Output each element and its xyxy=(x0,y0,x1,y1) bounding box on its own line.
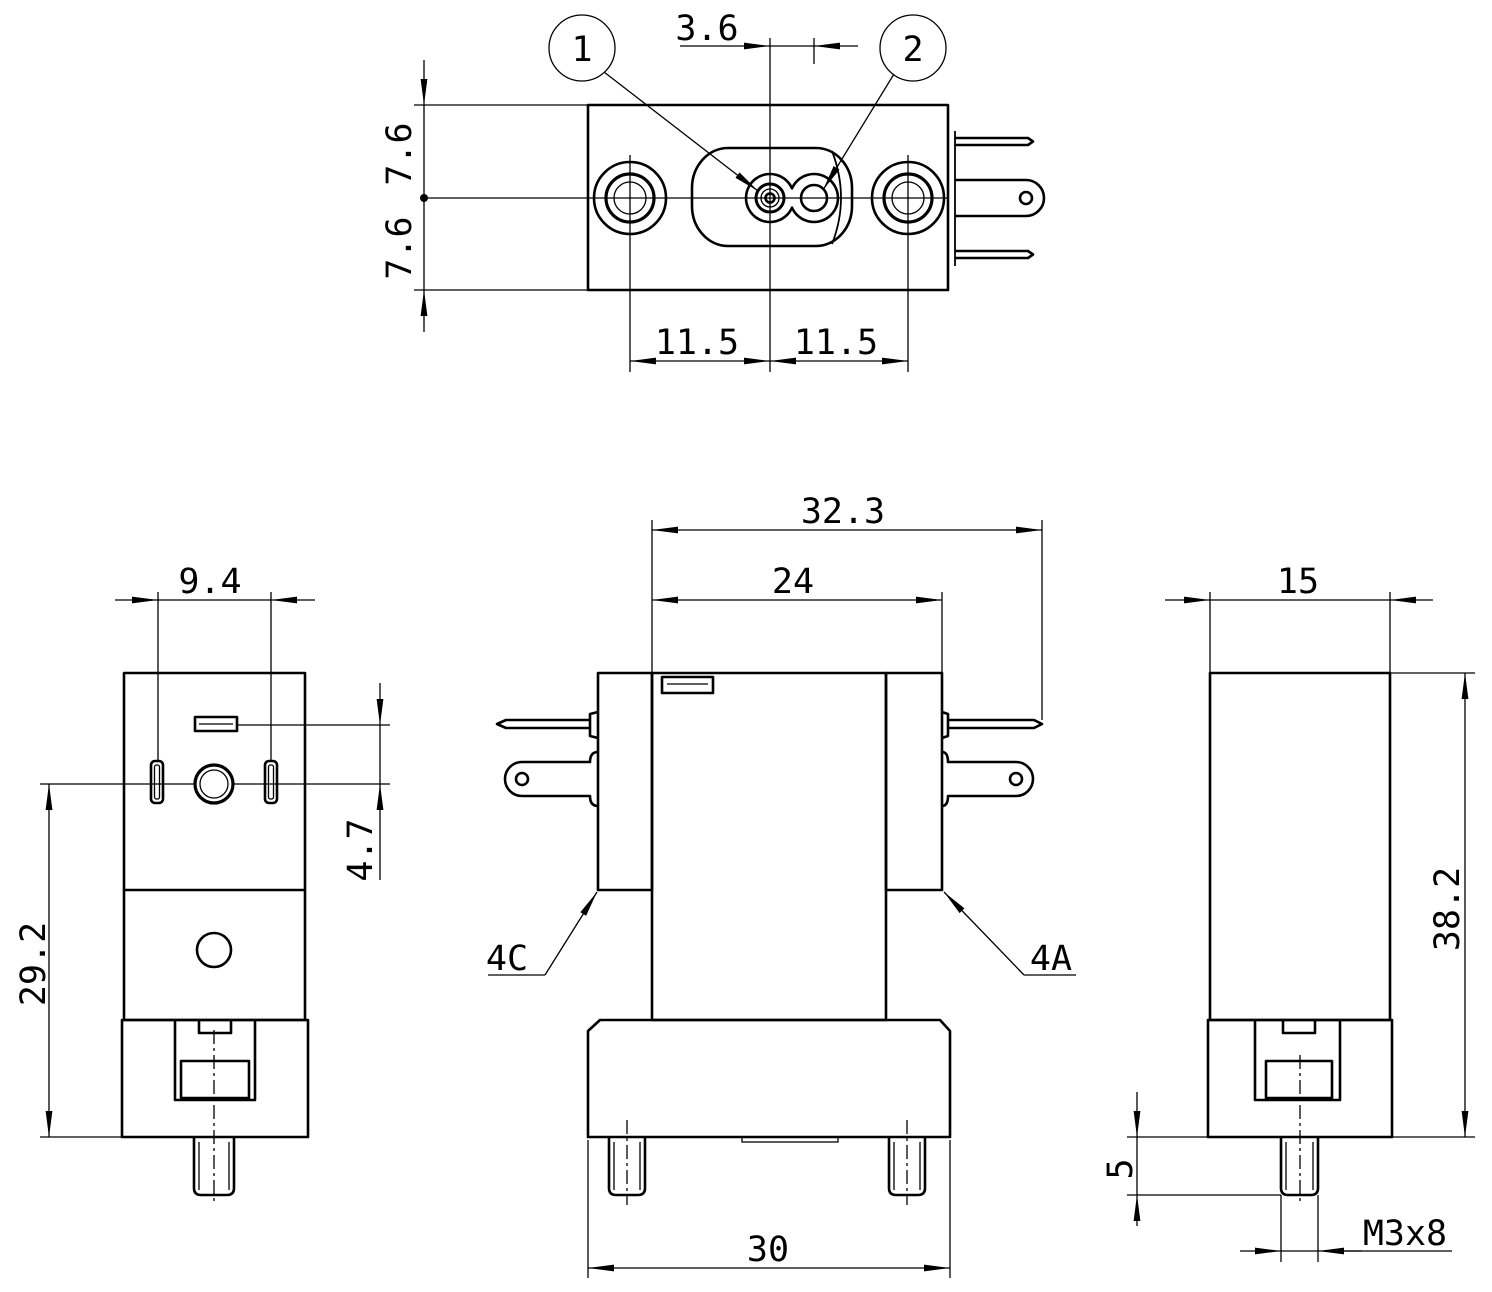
indicator-window xyxy=(193,715,239,733)
left-connector-holder xyxy=(588,710,599,740)
right-connector xyxy=(941,710,1044,808)
port-a-label: 4A xyxy=(1030,939,1072,979)
balloon-2-circle xyxy=(879,14,947,82)
dimension-base-width: 30 xyxy=(587,1140,951,1278)
dim-slot-spacing-label: 9.4 xyxy=(178,562,241,602)
balloon-1-leader xyxy=(603,71,759,192)
base-notch xyxy=(1281,1020,1317,1035)
base-connector-recess xyxy=(173,1020,257,1102)
dim-overall-width-label: 32.3 xyxy=(801,492,885,532)
dim-overall-height-label: 38.2 xyxy=(1428,867,1468,951)
right-side-view: 15 38.2 5 M3x8 xyxy=(1101,562,1475,1262)
dimension-overall-width: 32.3 xyxy=(651,492,1043,720)
center-slot xyxy=(690,146,854,248)
lower-pin xyxy=(955,249,1035,260)
left-terminal-hole xyxy=(514,771,530,787)
balloon-2-label: 2 xyxy=(902,30,923,70)
dimension-window-offset: 4.7 xyxy=(233,683,390,882)
center-dot xyxy=(420,194,428,202)
coil-body xyxy=(650,671,888,1022)
dim-base-width-label: 30 xyxy=(747,1230,789,1270)
coil-hole xyxy=(195,931,233,969)
plunger-port-inner xyxy=(199,769,229,799)
top-view: 7.6 7.6 3.6 1 2 11.5 11.5 xyxy=(380,9,1046,372)
base-inner-block xyxy=(1264,1059,1334,1100)
dimension-port-height: 29.2 xyxy=(14,783,195,1138)
right-view-body xyxy=(1208,671,1392,1022)
left-terminal-tab xyxy=(503,750,599,808)
leader-line xyxy=(544,891,598,976)
terminal-tab xyxy=(955,178,1046,218)
right-terminal-hole xyxy=(1008,771,1024,787)
dimension-side-width: 15 xyxy=(1165,562,1433,673)
dim-upper-half-label: 7.6 xyxy=(380,122,420,185)
left-slot xyxy=(149,759,165,805)
plunger-port-outer xyxy=(193,763,235,805)
right-connector-holder xyxy=(941,710,950,740)
left-view-base xyxy=(120,1018,310,1139)
dimension-stud-length: 5 xyxy=(1101,1092,1281,1226)
right-pin xyxy=(948,718,1044,730)
label-port-c: 4C xyxy=(486,891,598,979)
base-inner-block xyxy=(179,1059,251,1100)
dimension-height-top-view: 7.6 7.6 xyxy=(380,60,588,332)
balloon-1-circle xyxy=(548,14,616,82)
dim-window-offset-label: 4.7 xyxy=(341,818,381,881)
left-slot-inner xyxy=(153,764,161,800)
label-port-a: 4A xyxy=(943,891,1076,979)
thread-label: M3x8 xyxy=(1363,1214,1447,1254)
dimension-overall-height: 38.2 xyxy=(1390,672,1475,1138)
dim-pin-spacing-label: 3.6 xyxy=(675,9,738,49)
slot-outline xyxy=(690,146,854,248)
top-view-center-lines xyxy=(424,38,948,372)
front-view: 32.3 24 30 4C 4A xyxy=(486,492,1076,1278)
dimension-slot-spacing: 9.4 xyxy=(115,562,315,761)
dimension-thread: M3x8 xyxy=(1240,1195,1452,1262)
base-notch xyxy=(197,1020,233,1035)
left-pin xyxy=(495,718,590,730)
right-yoke xyxy=(884,671,944,892)
right-slot xyxy=(263,759,279,805)
right-slot-inner xyxy=(267,764,275,800)
left-yoke xyxy=(596,671,654,892)
upper-pin xyxy=(955,136,1035,147)
left-side-view: 9.4 29.2 4.7 xyxy=(14,562,390,1205)
dim-stud-length-label: 5 xyxy=(1101,1158,1141,1179)
dim-lower-half-label: 7.6 xyxy=(380,216,420,279)
terminal-tab-hole xyxy=(1018,190,1034,206)
dim-side-width-label: 15 xyxy=(1277,562,1319,602)
coil-top-indicator xyxy=(660,675,715,695)
right-view-base xyxy=(1206,1018,1394,1139)
leader-line xyxy=(943,891,1025,976)
base-bottom-seal xyxy=(741,1136,839,1143)
mounting-stud xyxy=(192,1137,236,1197)
dim-body-width-label: 24 xyxy=(772,562,814,602)
balloon-1: 1 xyxy=(548,14,759,192)
top-view-connector-pins xyxy=(954,131,1046,266)
mounting-stud xyxy=(1279,1137,1320,1197)
dimension-pin-spacing: 3.6 xyxy=(675,9,858,50)
dimension-port-spacing: 11.5 11.5 xyxy=(630,323,908,365)
left-connector xyxy=(495,710,599,808)
dim-port-height-label: 29.2 xyxy=(14,922,54,1006)
balloon-1-label: 1 xyxy=(571,30,592,70)
balloon-2-leader xyxy=(822,73,895,191)
valve-base xyxy=(586,1018,952,1139)
dimension-body-width: 24 xyxy=(652,562,943,673)
dim-right-port-label: 11.5 xyxy=(794,323,878,363)
dim-left-port-label: 11.5 xyxy=(655,323,739,363)
balloon-2: 2 xyxy=(822,14,947,191)
port-c-label: 4C xyxy=(486,939,528,979)
right-terminal-tab xyxy=(941,750,1035,808)
base-connector-recess xyxy=(1253,1020,1342,1102)
